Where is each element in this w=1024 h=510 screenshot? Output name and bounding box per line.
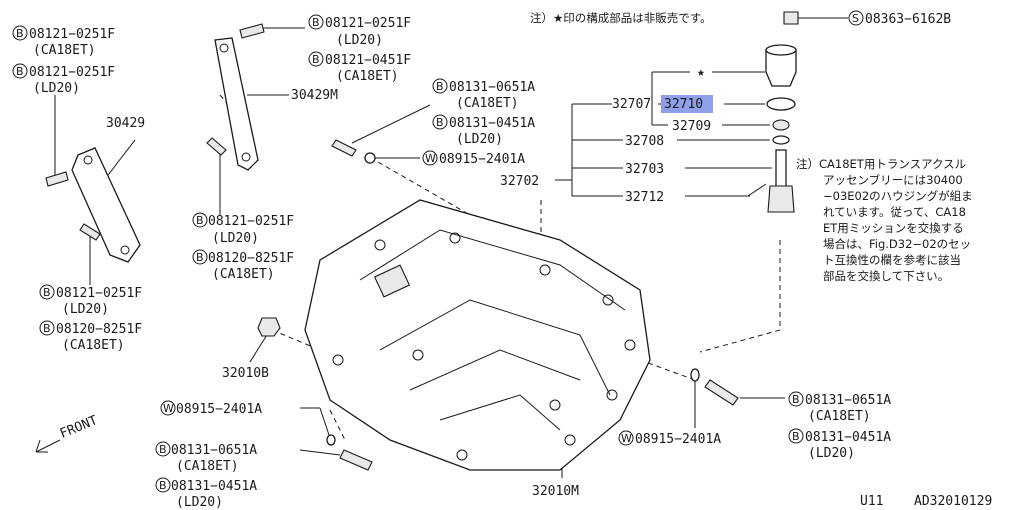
- footer-model: U11: [860, 494, 883, 509]
- front-label: FRONT: [58, 413, 100, 442]
- label-08121-0251f: 08121−0251F: [208, 214, 294, 229]
- circle-b-icon: B: [436, 80, 444, 93]
- circle-b-icon: B: [43, 286, 51, 299]
- circle-b-icon: B: [792, 393, 800, 406]
- label-32708: 32708: [625, 134, 664, 149]
- circle-w-icon: W: [425, 152, 436, 165]
- label-ld20: (LD20): [212, 231, 259, 246]
- label-ca18et: (CA18ET): [212, 267, 275, 282]
- label-08121-0251f: 08121−0251F: [29, 65, 115, 80]
- bracket-30429: [71, 147, 141, 263]
- circle-b-icon: B: [196, 251, 204, 264]
- label-ld20: (LD20): [456, 132, 503, 147]
- label-08363-6162b: 08363−6162B: [865, 12, 951, 27]
- footer-figure-code: AD32010129: [914, 494, 992, 509]
- speedometer-parts: [747, 11, 799, 213]
- label-ca18et: (CA18ET): [336, 69, 399, 84]
- note-line: れています。従って、CA18: [823, 205, 966, 219]
- callout-labels: 08121−0251F (CA18ET) 08121−0251F (LD20) …: [29, 11, 992, 510]
- note-non-sale: 注）★印の構成部品は非販売です。: [530, 11, 712, 25]
- transaxle-case-32010m: [304, 199, 651, 471]
- label-08131-0451a: 08131−0451A: [171, 479, 257, 494]
- label-ld20: (LD20): [33, 81, 80, 96]
- circle-b-icon: B: [159, 479, 167, 492]
- bolt-small-parts: [45, 23, 739, 471]
- star-marker: ★: [697, 65, 705, 80]
- note-line: ET用ミッションを交換する: [823, 221, 964, 235]
- note-line: 部品を交換して下さい。: [823, 269, 949, 283]
- label-08131-0651a: 08131−0651A: [171, 443, 257, 458]
- label-08121-0251f: 08121−0251F: [56, 286, 142, 301]
- label-ld20: (LD20): [62, 302, 109, 317]
- bracket-30429m: [214, 37, 259, 171]
- label-08131-0651a: 08131−0651A: [449, 80, 535, 95]
- label-32709: 32709: [672, 119, 711, 134]
- circle-w-icon: W: [163, 402, 174, 415]
- circle-b-icon: B: [159, 443, 167, 456]
- label-08120-8251f: 08120−8251F: [56, 322, 142, 337]
- label-ld20: (LD20): [808, 446, 855, 461]
- note-line: 注）CA18ET用トランスアクスル: [796, 157, 966, 171]
- leader-lines: [54, 17, 848, 478]
- front-arrow: [35, 439, 61, 453]
- label-ca18et: (CA18ET): [456, 96, 519, 111]
- label-ld20: (LD20): [176, 495, 223, 510]
- circle-b-icon: B: [16, 27, 24, 40]
- label-ca18et: (CA18ET): [808, 409, 871, 424]
- label-32010m: 32010M: [532, 484, 579, 499]
- label-08915-2401a: 08915−2401A: [439, 152, 525, 167]
- label-30429m: 30429M: [291, 88, 338, 103]
- label-32010b: 32010B: [222, 366, 269, 381]
- note-line: アッセンブリーには30400: [823, 173, 963, 187]
- highlight-32710: [661, 95, 713, 113]
- label-ld20: (LD20): [336, 33, 383, 48]
- label-08121-0251f: 08121−0251F: [325, 16, 411, 31]
- circle-b-icon: B: [792, 430, 800, 443]
- label-32712: 32712: [625, 190, 664, 205]
- circle-b-icon: B: [43, 322, 51, 335]
- label-32710: 32710: [664, 97, 703, 112]
- label-08120-8251f: 08120−8251F: [208, 251, 294, 266]
- label-ca18et: (CA18ET): [176, 459, 239, 474]
- label-08121-0451f: 08121−0451F: [325, 53, 411, 68]
- circle-b-icon: B: [436, 116, 444, 129]
- note-line: 場合は、Fig.D32−02のセッ: [823, 237, 971, 251]
- circle-b-icon: B: [312, 53, 320, 66]
- circle-b-icon: B: [312, 16, 320, 29]
- circle-badges: B B B B B B W S B B B B W B B W B B: [12, 10, 864, 493]
- label-08121-0251f: 08121−0251F: [29, 27, 115, 42]
- label-30429: 30429: [106, 116, 145, 131]
- circle-w-icon: W: [621, 432, 632, 445]
- label-ca18et: (CA18ET): [33, 43, 96, 58]
- label-32707: 32707: [612, 97, 651, 112]
- label-08131-0451a: 08131−0451A: [449, 116, 535, 131]
- label-32703: 32703: [625, 162, 664, 177]
- note-line: ト互換性の欄を参考に該当: [823, 253, 961, 267]
- label-32702: 32702: [500, 174, 539, 189]
- circle-s-icon: S: [852, 12, 859, 25]
- label-08915-2401a: 08915−2401A: [176, 402, 262, 417]
- note-ca18et: 注）CA18ET用トランスアクスル アッセンブリーには30400 −03E02の…: [796, 157, 973, 283]
- label-ca18et: (CA18ET): [62, 338, 125, 353]
- circle-b-icon: B: [16, 65, 24, 78]
- label-08131-0451a: 08131−0451A: [805, 430, 891, 445]
- label-08915-2401a: 08915−2401A: [635, 432, 721, 447]
- circle-b-icon: B: [196, 214, 204, 227]
- note-line: −03E02のハウジングが組ま: [823, 189, 973, 203]
- label-08131-0651a: 08131−0651A: [805, 393, 891, 408]
